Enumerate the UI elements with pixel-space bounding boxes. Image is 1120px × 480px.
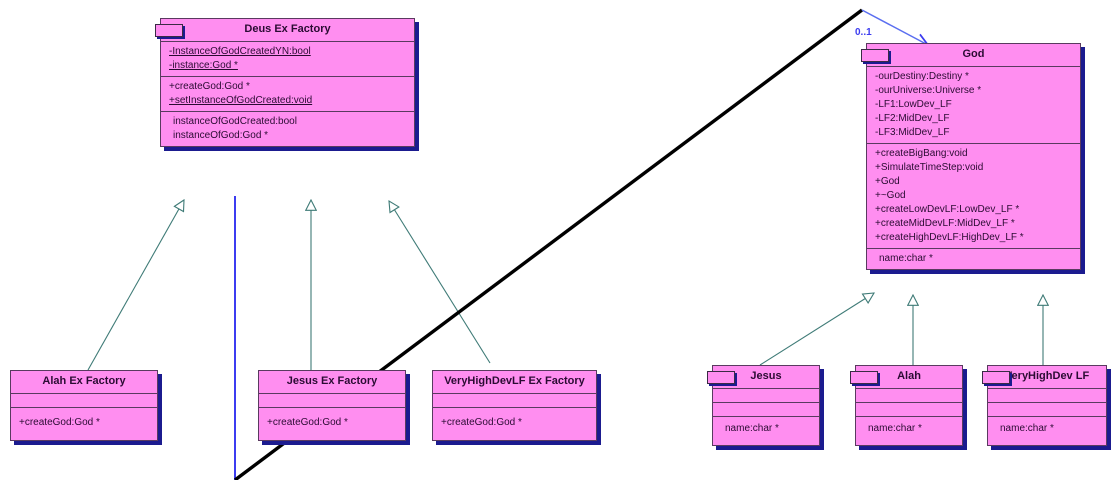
edge-jesus-to-god <box>759 293 874 366</box>
extras-compartment: name:char * <box>867 247 1080 269</box>
attribute-row: -LF2:MidDev_LF <box>875 112 950 124</box>
operation-row: +createGod:God * <box>169 80 250 92</box>
operation-row: +createHighDevLF:HighDev_LF * <box>875 231 1024 243</box>
attribute-row: -InstanceOfGodCreatedYN:bool <box>169 45 311 57</box>
class-title-veryhighdev-lf: VeryHighDev LF <box>1004 370 1090 382</box>
attributes-compartment: -ourDestiny:Destiny * -ourUniverse:Unive… <box>867 65 1080 143</box>
operation-row: +setInstanceOfGodCreated:void <box>169 94 313 106</box>
class-jesus-ex-factory[interactable]: Jesus Ex Factory +createGod:God * <box>258 370 406 441</box>
extra-row: name:char * <box>1000 422 1054 434</box>
attribute-row: -ourDestiny:Destiny * <box>875 70 969 82</box>
class-jesus[interactable]: Jesus name:char * <box>707 365 820 446</box>
operation-row: +~God <box>875 189 906 201</box>
operation-row: +createGod:God * <box>267 416 348 428</box>
class-title-god: God <box>962 48 985 60</box>
operations-compartment <box>988 401 1106 416</box>
operation-row: +createBigBang:void <box>875 147 968 159</box>
class-alah-ex-factory[interactable]: Alah Ex Factory +createGod:God * <box>10 370 158 441</box>
operation-row: +createLowDevLF:LowDev_LF * <box>875 203 1020 215</box>
class-title-alah: Alah <box>897 370 921 382</box>
class-title-deus-ex-factory: Deus Ex Factory <box>244 23 331 35</box>
operation-row: +createGod:God * <box>19 416 100 428</box>
extras-compartment: name:char * <box>856 415 962 445</box>
extra-row: name:char * <box>879 252 933 264</box>
operation-row: +createMidDevLF:MidDev_LF * <box>875 217 1015 229</box>
edge-alah-factory-to-deus <box>87 200 184 371</box>
attribute-row: -ourUniverse:Universe * <box>875 84 982 96</box>
multiplicity-label-god: 0..1 <box>855 27 872 38</box>
operations-compartment <box>856 401 962 416</box>
class-marker-icon <box>850 371 878 384</box>
class-god[interactable]: God -ourDestiny:Destiny * -ourUniverse:U… <box>861 43 1081 270</box>
extra-row: name:char * <box>725 422 779 434</box>
class-alah[interactable]: Alah name:char * <box>850 365 963 446</box>
attributes-compartment <box>11 392 157 407</box>
class-title-jesus-ex-factory: Jesus Ex Factory <box>286 375 378 387</box>
class-veryhighdev-lf[interactable]: VeryHighDev LF name:char * <box>982 365 1107 446</box>
attributes-compartment <box>433 392 596 407</box>
operations-compartment: +createGod:God * <box>259 406 405 440</box>
attributes-compartment <box>713 387 819 402</box>
extras-compartment: instanceOfGodCreated:bool instanceOfGod:… <box>161 110 414 146</box>
class-marker-icon <box>861 49 889 62</box>
attribute-row: -LF1:LowDev_LF <box>875 98 952 110</box>
class-marker-icon <box>707 371 735 384</box>
operation-row: +God <box>875 175 900 187</box>
class-title-veryhighdevlf-ex-factory: VeryHighDevLF Ex Factory <box>444 375 585 387</box>
attributes-compartment <box>259 392 405 407</box>
extra-row: instanceOfGod:God * <box>173 129 269 141</box>
operations-compartment: +createGod:God * +setInstanceOfGodCreate… <box>161 75 414 111</box>
class-title-alah-ex-factory: Alah Ex Factory <box>42 375 126 387</box>
extras-compartment: name:char * <box>988 415 1106 445</box>
operations-compartment <box>713 401 819 416</box>
operation-row: +SimulateTimeStep:void <box>875 161 984 173</box>
edge-veryhighdevlf-factory-to-deus <box>389 201 491 364</box>
class-deus-ex-factory[interactable]: Deus Ex Factory -InstanceOfGodCreatedYN:… <box>155 18 415 147</box>
operations-compartment: +createGod:God * <box>433 406 596 440</box>
attributes-compartment <box>988 387 1106 402</box>
extras-compartment: name:char * <box>713 415 819 445</box>
attributes-compartment <box>856 387 962 402</box>
class-marker-icon <box>155 24 183 37</box>
attribute-row: -instance:God * <box>169 59 238 71</box>
extra-row: name:char * <box>868 422 922 434</box>
operation-row: +createGod:God * <box>441 416 522 428</box>
extra-row: instanceOfGodCreated:bool <box>173 115 297 127</box>
attribute-row: -LF3:MidDev_LF <box>875 126 950 138</box>
class-veryhighdevlf-ex-factory[interactable]: VeryHighDevLF Ex Factory +createGod:God … <box>432 370 597 441</box>
attributes-compartment: -InstanceOfGodCreatedYN:bool -instance:G… <box>161 40 414 76</box>
operations-compartment: +createBigBang:void +SimulateTimeStep:vo… <box>867 142 1080 248</box>
operations-compartment: +createGod:God * <box>11 406 157 440</box>
class-marker-icon <box>982 371 1010 384</box>
